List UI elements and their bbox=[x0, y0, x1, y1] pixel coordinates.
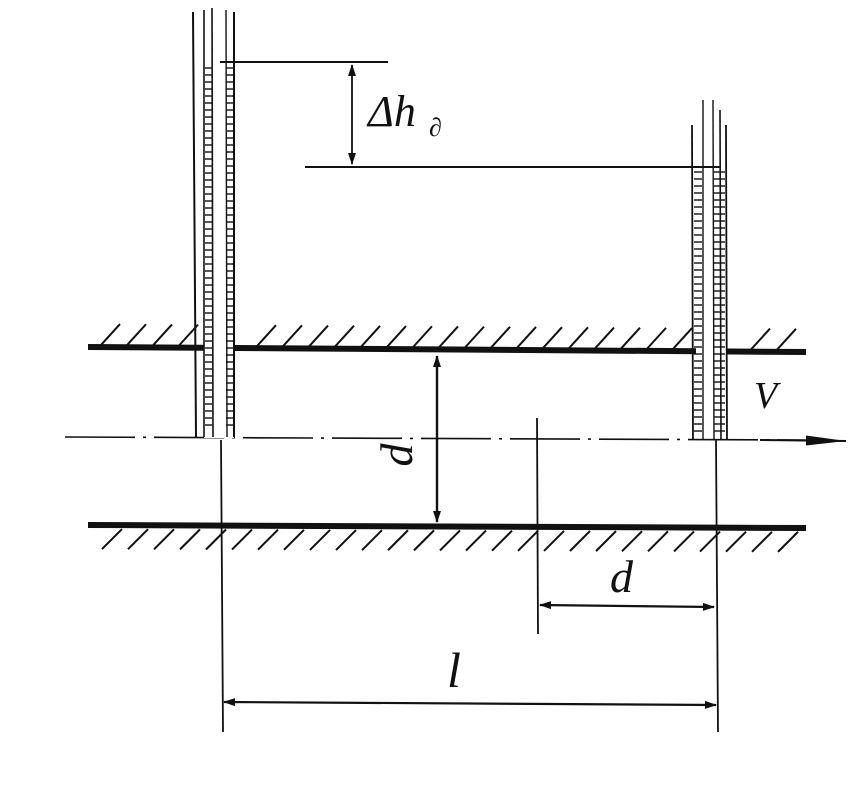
delta-h-subscript: ∂ bbox=[429, 113, 442, 142]
lower-wall-hatching bbox=[101, 528, 799, 553]
hatch-stroke bbox=[439, 529, 461, 552]
left-piezometer-tube bbox=[192, 7, 235, 438]
diameter-label: d bbox=[371, 443, 422, 467]
hatch-stroke bbox=[101, 528, 123, 550]
hatch-stroke bbox=[99, 323, 121, 347]
hatch-stroke bbox=[489, 326, 511, 350]
hatch-stroke bbox=[777, 531, 799, 553]
hatch-stroke bbox=[413, 529, 435, 552]
hatch-stroke bbox=[595, 530, 617, 552]
hatch-stroke bbox=[671, 327, 693, 351]
hatch-stroke bbox=[621, 530, 643, 552]
right-piezometer-tube bbox=[691, 99, 728, 441]
distance-d-dimension bbox=[539, 601, 715, 611]
hatch-stroke bbox=[257, 529, 279, 551]
hatch-stroke bbox=[515, 326, 537, 350]
hatch-stroke bbox=[387, 529, 409, 551]
distance-d-label: d bbox=[610, 551, 634, 602]
hatch-stroke bbox=[361, 529, 383, 551]
hatch-stroke bbox=[517, 530, 539, 552]
hatch-stroke bbox=[205, 528, 227, 551]
right-tube-liquid bbox=[694, 171, 725, 432]
hatch-stroke bbox=[465, 529, 487, 552]
liquid-level-lines bbox=[220, 61, 720, 168]
hatch-stroke bbox=[543, 530, 565, 552]
hatch-stroke bbox=[231, 528, 253, 551]
hatch-stroke bbox=[127, 528, 149, 550]
hatch-stroke bbox=[179, 528, 201, 551]
hatch-stroke bbox=[151, 323, 173, 348]
hatch-stroke bbox=[359, 325, 381, 349]
hatch-stroke bbox=[567, 326, 589, 351]
hatch-stroke bbox=[307, 324, 329, 349]
hatch-stroke bbox=[775, 328, 797, 352]
hatch-stroke bbox=[463, 325, 485, 350]
hatch-stroke bbox=[333, 325, 355, 349]
hatch-stroke bbox=[255, 324, 277, 348]
hatch-stroke bbox=[673, 530, 695, 553]
hatch-stroke bbox=[749, 327, 771, 352]
length-label: l bbox=[447, 642, 461, 698]
hatch-stroke bbox=[593, 326, 615, 351]
hatch-stroke bbox=[569, 530, 591, 552]
lower-pipe-wall bbox=[87, 522, 807, 553]
hatch-stroke bbox=[541, 326, 563, 350]
hatch-stroke bbox=[751, 531, 773, 553]
left-tube-liquid bbox=[205, 67, 233, 426]
hatch-stroke bbox=[385, 325, 407, 349]
length-dimension bbox=[223, 698, 717, 709]
hatch-stroke bbox=[125, 323, 147, 347]
hatch-stroke bbox=[437, 325, 459, 350]
hatch-stroke bbox=[283, 529, 305, 551]
delta-h-label: Δh bbox=[366, 87, 416, 136]
hatch-stroke bbox=[411, 325, 433, 349]
hatch-stroke bbox=[335, 529, 357, 551]
pipe-centerline bbox=[64, 435, 847, 446]
hatch-stroke bbox=[725, 530, 747, 553]
hatch-stroke bbox=[309, 529, 331, 551]
hatch-stroke bbox=[619, 327, 641, 351]
hatch-stroke bbox=[491, 529, 513, 552]
hatch-stroke bbox=[645, 327, 667, 351]
hatch-stroke bbox=[281, 324, 303, 349]
hatch-stroke bbox=[153, 528, 175, 550]
extension-lines bbox=[220, 417, 719, 733]
velocity-label: V bbox=[754, 375, 781, 417]
upper-wall-hatching bbox=[99, 323, 797, 352]
hatch-stroke bbox=[647, 530, 669, 553]
